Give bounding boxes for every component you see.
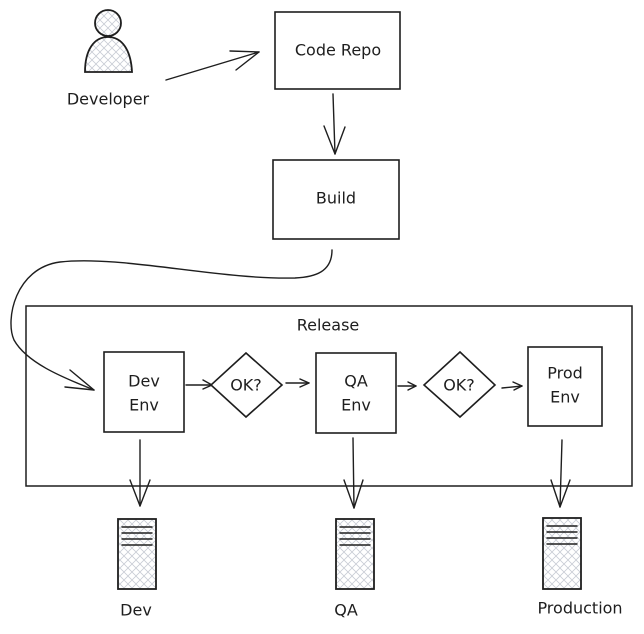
prod-env-node[interactable]: Prod Env xyxy=(527,346,603,427)
server-production-label: Production xyxy=(537,599,622,618)
code-repo-label: Code Repo xyxy=(295,41,381,60)
ok2-label: OK? xyxy=(443,376,475,395)
dev-env-label-line2: Env xyxy=(129,396,159,415)
arrow-qa-env-to-qa-server xyxy=(343,437,364,509)
server-production[interactable]: Production xyxy=(537,517,623,618)
server-dev[interactable]: Dev xyxy=(117,518,157,620)
prod-env-label-line1: Prod xyxy=(547,364,583,383)
ok-decision-1[interactable]: OK? xyxy=(209,351,284,419)
build-node[interactable]: Build xyxy=(272,159,400,240)
qa-env-node[interactable]: QA Env xyxy=(315,352,397,434)
arrow-ok2-to-prod xyxy=(501,381,523,391)
person-icon xyxy=(84,9,133,73)
code-repo-node[interactable]: Code Repo xyxy=(274,11,401,90)
prod-env-label-line2: Env xyxy=(550,388,580,407)
arrow-repo-to-build xyxy=(323,93,346,155)
developer-label: Developer xyxy=(67,90,150,109)
server-qa[interactable]: QA xyxy=(334,518,375,620)
arrow-developer-to-repo xyxy=(165,50,260,81)
ok-decision-2[interactable]: OK? xyxy=(422,350,497,419)
server-dev-label: Dev xyxy=(120,601,152,620)
qa-env-label-line2: Env xyxy=(341,396,371,415)
server-icon xyxy=(117,518,157,590)
arrow-ok1-to-qa xyxy=(285,378,310,388)
server-qa-label: QA xyxy=(334,601,358,620)
arrow-dev-env-to-dev-server xyxy=(129,439,151,507)
dev-env-node[interactable]: Dev Env xyxy=(103,351,185,433)
dev-env-label-line1: Dev xyxy=(128,372,160,391)
server-icon xyxy=(542,517,582,590)
release-group[interactable]: Release xyxy=(25,305,633,487)
build-label: Build xyxy=(316,189,356,208)
arrow-prod-env-to-prod-server xyxy=(550,439,571,508)
ok1-label: OK? xyxy=(230,376,262,395)
server-icon xyxy=(335,518,375,590)
developer-actor[interactable]: Developer xyxy=(67,9,150,109)
arrow-dev-to-ok1 xyxy=(185,379,213,390)
arrow-qa-to-ok2 xyxy=(397,381,417,391)
qa-env-label-line1: QA xyxy=(344,372,368,391)
release-label: Release xyxy=(297,316,360,335)
